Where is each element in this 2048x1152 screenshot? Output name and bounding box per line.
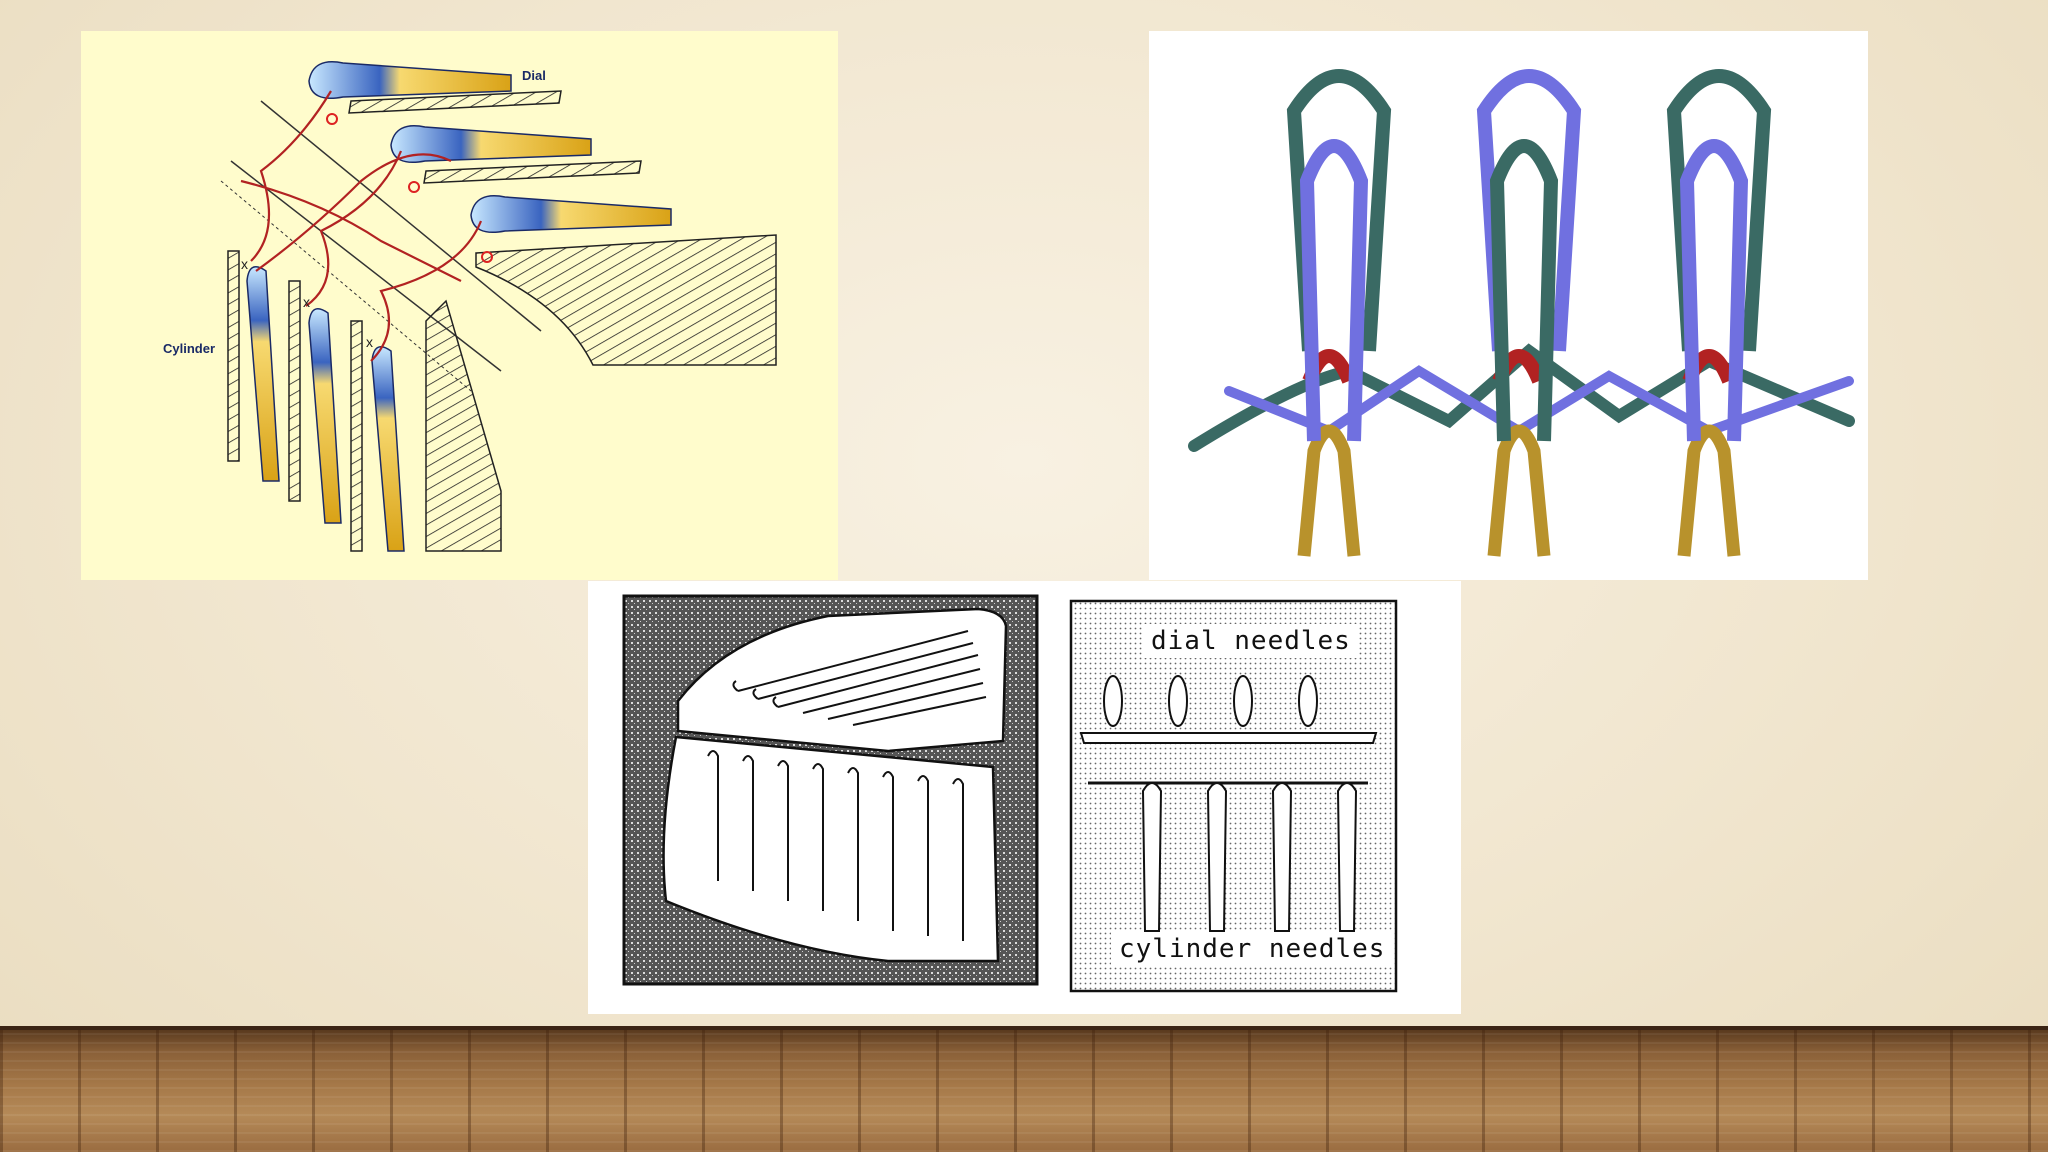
yarn-path	[240, 90, 483, 362]
cylinder-drum	[662, 735, 1000, 963]
loop-purple-2	[1476, 69, 1582, 352]
svg-text:x: x	[366, 334, 373, 350]
loop-structure-svg	[1188, 69, 1855, 557]
dial-trick-bar	[1079, 732, 1378, 744]
dial-body	[475, 234, 777, 366]
cylinder-wall-3	[350, 320, 363, 552]
loop-purple-3	[1679, 139, 1749, 442]
needle-arrangement-svg	[622, 594, 1398, 993]
cylinder-needle-2	[308, 308, 342, 524]
cylinder-needle-1	[246, 266, 280, 482]
loop-teal-2	[1489, 139, 1559, 442]
dial-needle-2	[390, 125, 592, 163]
loop-gold-1	[1297, 424, 1361, 557]
dial-disc	[676, 607, 1008, 753]
stitch-formation-diagram: x x x Dial Cylinder	[81, 31, 838, 580]
loop-purple-1	[1299, 139, 1369, 442]
cylinder-needles-label: cylinder needles	[1111, 932, 1394, 966]
dial-needle-1	[308, 61, 512, 99]
cylinder-needle-3	[371, 346, 405, 552]
loop-structure-diagram	[1149, 31, 1868, 580]
dial-cylinder-needles-diagram: dial needles cylinder needles	[588, 581, 1461, 1014]
loop-gold-3	[1677, 424, 1741, 557]
svg-text:x: x	[303, 294, 310, 310]
cylinder-needle-lines	[707, 750, 964, 941]
svg-text:x: x	[241, 256, 248, 272]
loop-teal-1	[1286, 69, 1392, 352]
dial-needle-lines	[732, 630, 987, 726]
dial-needles-label: dial needles	[1143, 624, 1359, 658]
dial-needle-3	[470, 195, 672, 233]
floor-edge	[0, 1026, 2048, 1032]
dial-label: Dial	[522, 68, 546, 83]
dial-plate-2	[423, 160, 642, 184]
cylinder-needle-stems	[1141, 782, 1358, 932]
cylinder-body	[425, 299, 502, 552]
dial-needle-heads	[1103, 675, 1318, 727]
stitch-formation-svg: x x x	[220, 61, 777, 552]
cylinder-wall-2	[288, 280, 301, 502]
wooden-floor	[0, 1030, 2048, 1152]
cylinder-wall-1	[227, 250, 240, 462]
loop-teal-3	[1666, 69, 1772, 352]
dial-plate-1	[348, 90, 562, 114]
cylinder-label: Cylinder	[163, 341, 216, 356]
loop-gold-2	[1487, 424, 1551, 557]
